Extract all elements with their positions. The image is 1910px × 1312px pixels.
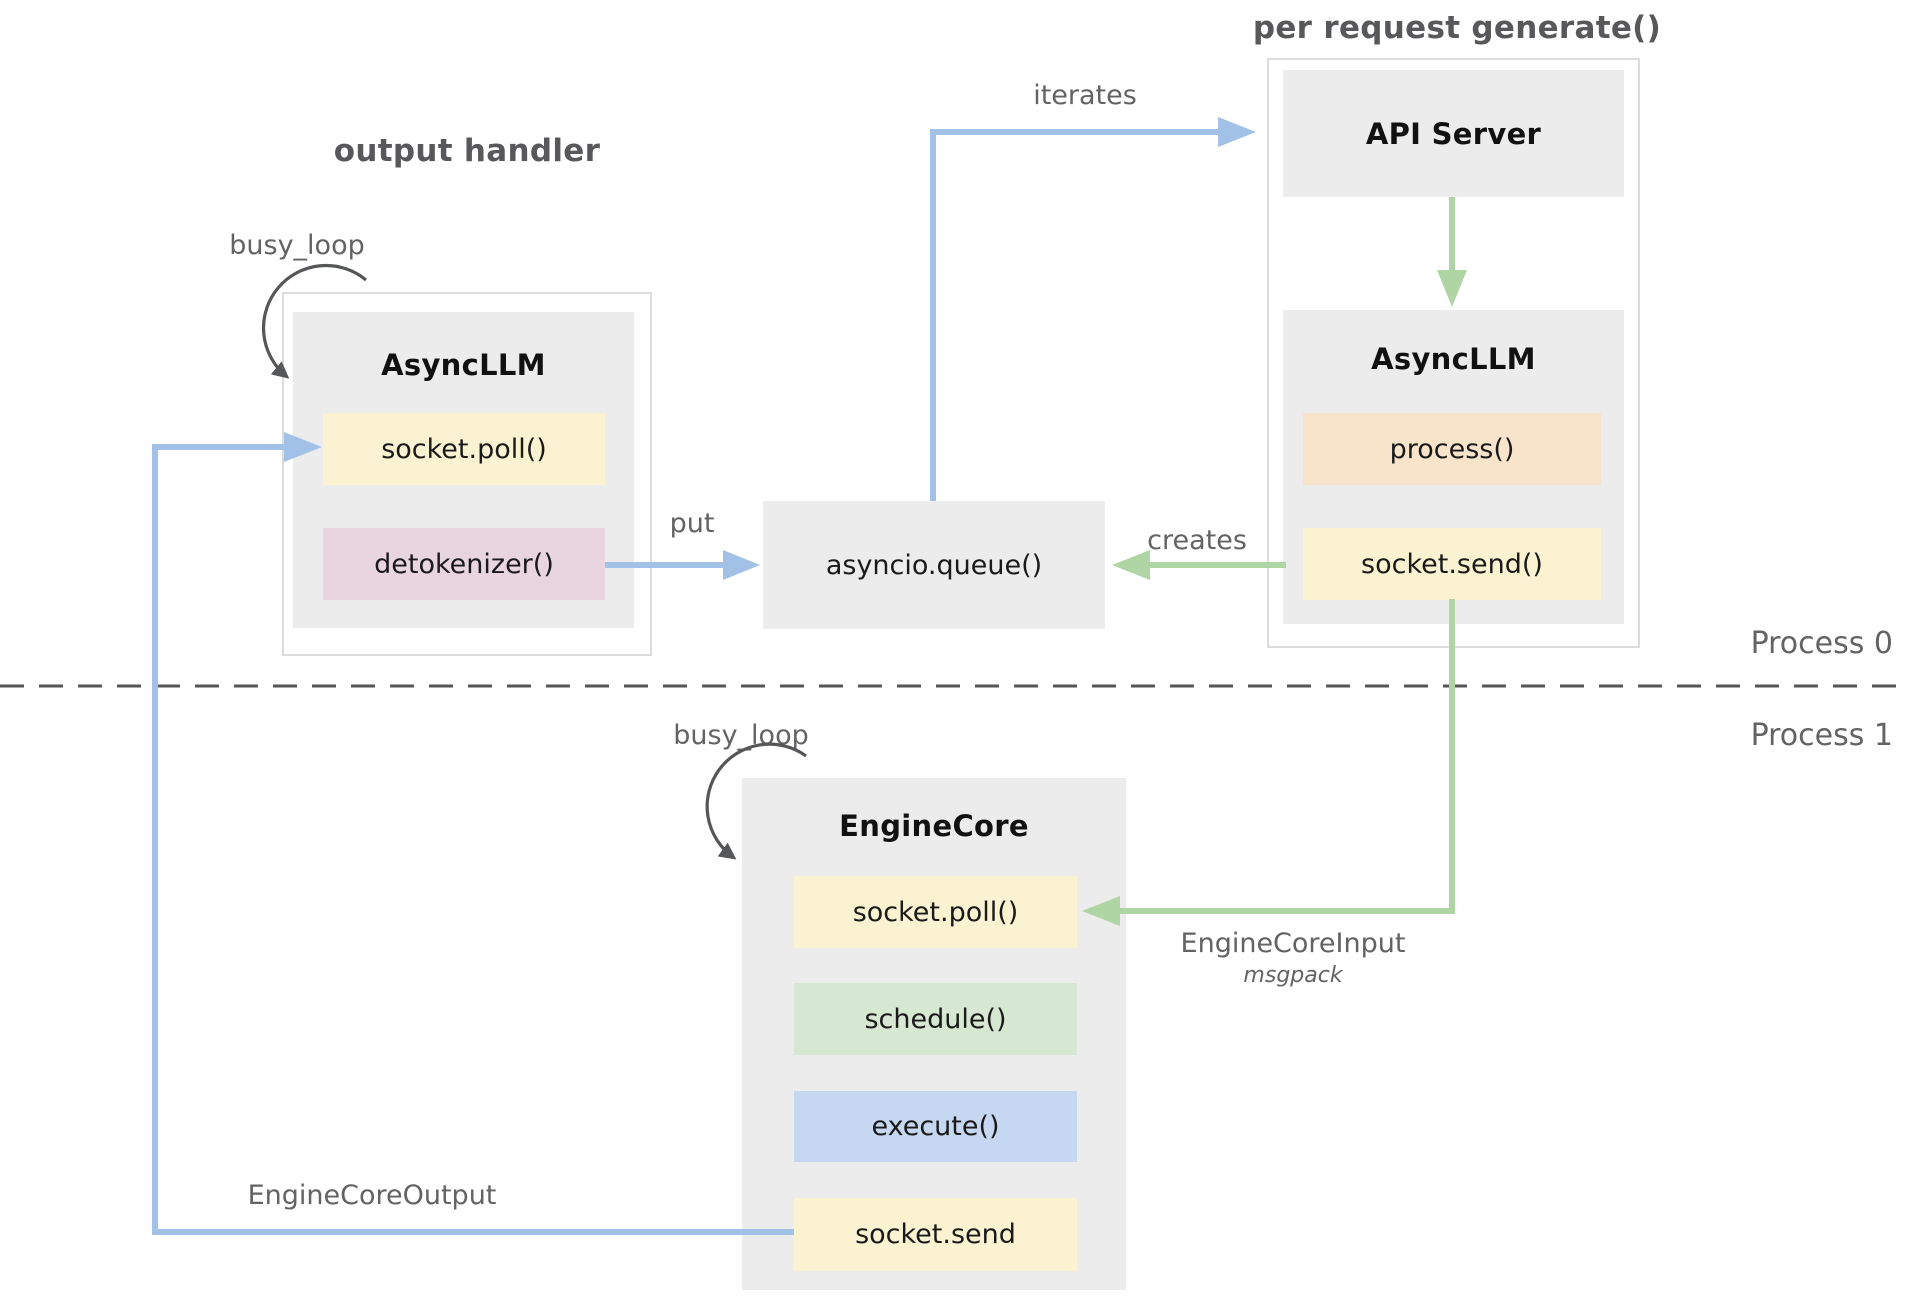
method-socket-poll-output: socket.poll() xyxy=(323,413,605,485)
creates-label: creates xyxy=(1147,525,1247,556)
engine-core-input-label: EngineCoreInput xyxy=(1180,928,1406,959)
api-server-title: API Server xyxy=(1365,116,1542,151)
busy-loop-label-output-handler: busy_loop xyxy=(229,230,365,261)
msgpack-label: msgpack xyxy=(1243,963,1343,988)
method-process: process() xyxy=(1303,413,1601,485)
busy-loop-label-engine-core: busy_loop xyxy=(673,720,809,751)
method-schedule: schedule() xyxy=(794,983,1077,1055)
async-llm-output-title: AsyncLLM xyxy=(381,348,546,382)
iterates-arrowhead-icon xyxy=(1218,117,1256,147)
method-socket-send-request: socket.send() xyxy=(1303,528,1601,600)
method-socket-poll-engine: socket.poll() xyxy=(794,876,1077,948)
method-execute: execute() xyxy=(794,1091,1077,1162)
output-handler-title: output handler xyxy=(333,133,601,169)
process-1-label: Process 1 xyxy=(1750,718,1893,753)
iterates-arrow-line xyxy=(930,129,1220,501)
asyncio-queue-node: asyncio.queue() xyxy=(763,501,1105,629)
api-server-node: API Server xyxy=(1283,70,1624,197)
per-request-generate-title: per request generate() xyxy=(1252,10,1662,46)
process-0-label: Process 0 xyxy=(1750,626,1893,661)
method-detokenizer: detokenizer() xyxy=(323,528,605,600)
engine-core-output-label: EngineCoreOutput xyxy=(247,1180,497,1211)
put-label: put xyxy=(669,508,715,539)
method-socket-send-engine: socket.send xyxy=(794,1198,1077,1271)
engine-core-title: EngineCore xyxy=(839,809,1029,843)
iterates-label: iterates xyxy=(1033,80,1137,111)
async-llm-request-title: AsyncLLM xyxy=(1371,342,1536,376)
put-arrowhead-icon xyxy=(723,550,760,580)
